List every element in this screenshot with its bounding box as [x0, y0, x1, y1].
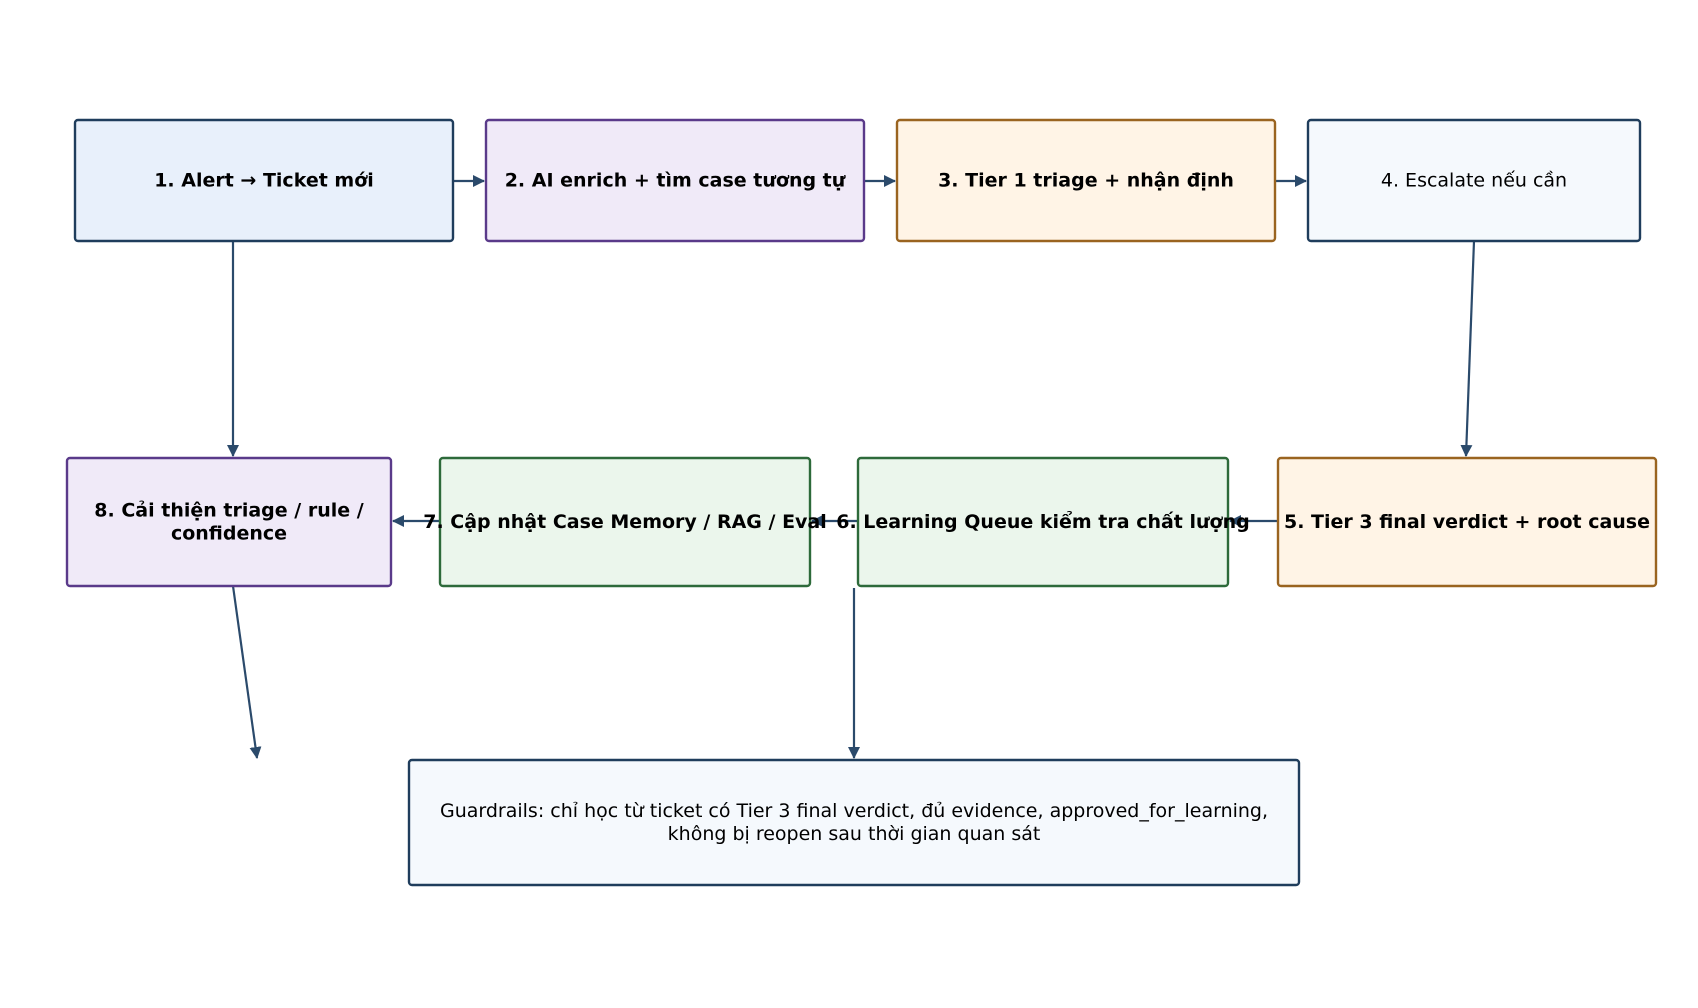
node-n8: 8. Cải thiện triage / rule /confidence	[65, 456, 393, 588]
node-n4: 4. Escalate nếu cần	[1306, 118, 1642, 243]
node-box-n1	[73, 118, 455, 243]
node-label-n7: 7. Cập nhật Case Memory / RAG / Eval	[423, 511, 827, 533]
node-n7: 7. Cập nhật Case Memory / RAG / Eval	[423, 456, 827, 588]
node-label-n4: 4. Escalate nếu cần	[1381, 170, 1567, 192]
node-box-n5	[1276, 456, 1658, 588]
node-box-n8	[65, 456, 393, 588]
node-label-guardrails-line-2: không bị reopen sau thời gian quan sát	[668, 823, 1041, 845]
edge-arrow-n4-to-n5	[1460, 240, 1476, 457]
node-label-guardrails-line-1: Guardrails: chỉ học từ ticket có Tier 3 …	[440, 800, 1268, 822]
node-n6: 6. Learning Queue kiểm tra chất lượng	[836, 456, 1250, 588]
node-n2: 2. AI enrich + tìm case tương tự	[484, 118, 866, 243]
node-box-n2	[484, 118, 866, 243]
node-n5: 5. Tier 3 final verdict + root cause	[1276, 456, 1658, 588]
node-box-n6	[856, 456, 1230, 588]
node-label-n8-line-2: confidence	[171, 523, 287, 545]
node-n1: 1. Alert → Ticket mới	[73, 118, 455, 243]
node-label-n2: 2. AI enrich + tìm case tương tự	[505, 170, 846, 192]
node-box-n3	[895, 118, 1277, 243]
node-label-n1: 1. Alert → Ticket mới	[154, 170, 374, 192]
node-n3: 3. Tier 1 triage + nhận định	[895, 118, 1277, 243]
node-box-n7	[438, 456, 812, 588]
node-guardrails: Guardrails: chỉ học từ ticket có Tier 3 …	[407, 758, 1301, 887]
node-label-n5: 5. Tier 3 final verdict + root cause	[1284, 511, 1650, 533]
node-label-n6: 6. Learning Queue kiểm tra chất lượng	[836, 510, 1249, 533]
node-box-n4	[1306, 118, 1642, 243]
node-label-n3: 3. Tier 1 triage + nhận định	[938, 170, 1234, 192]
edges-layer	[227, 175, 1476, 759]
edge-arrow-n8-to-guardrails	[231, 585, 262, 759]
nodes-layer: 1. Alert → Ticket mới 2. AI enrich + tìm …	[65, 118, 1658, 887]
node-box-guardrails	[407, 758, 1301, 887]
node-label-n8-line-1: 8. Cải thiện triage / rule /	[94, 500, 363, 522]
